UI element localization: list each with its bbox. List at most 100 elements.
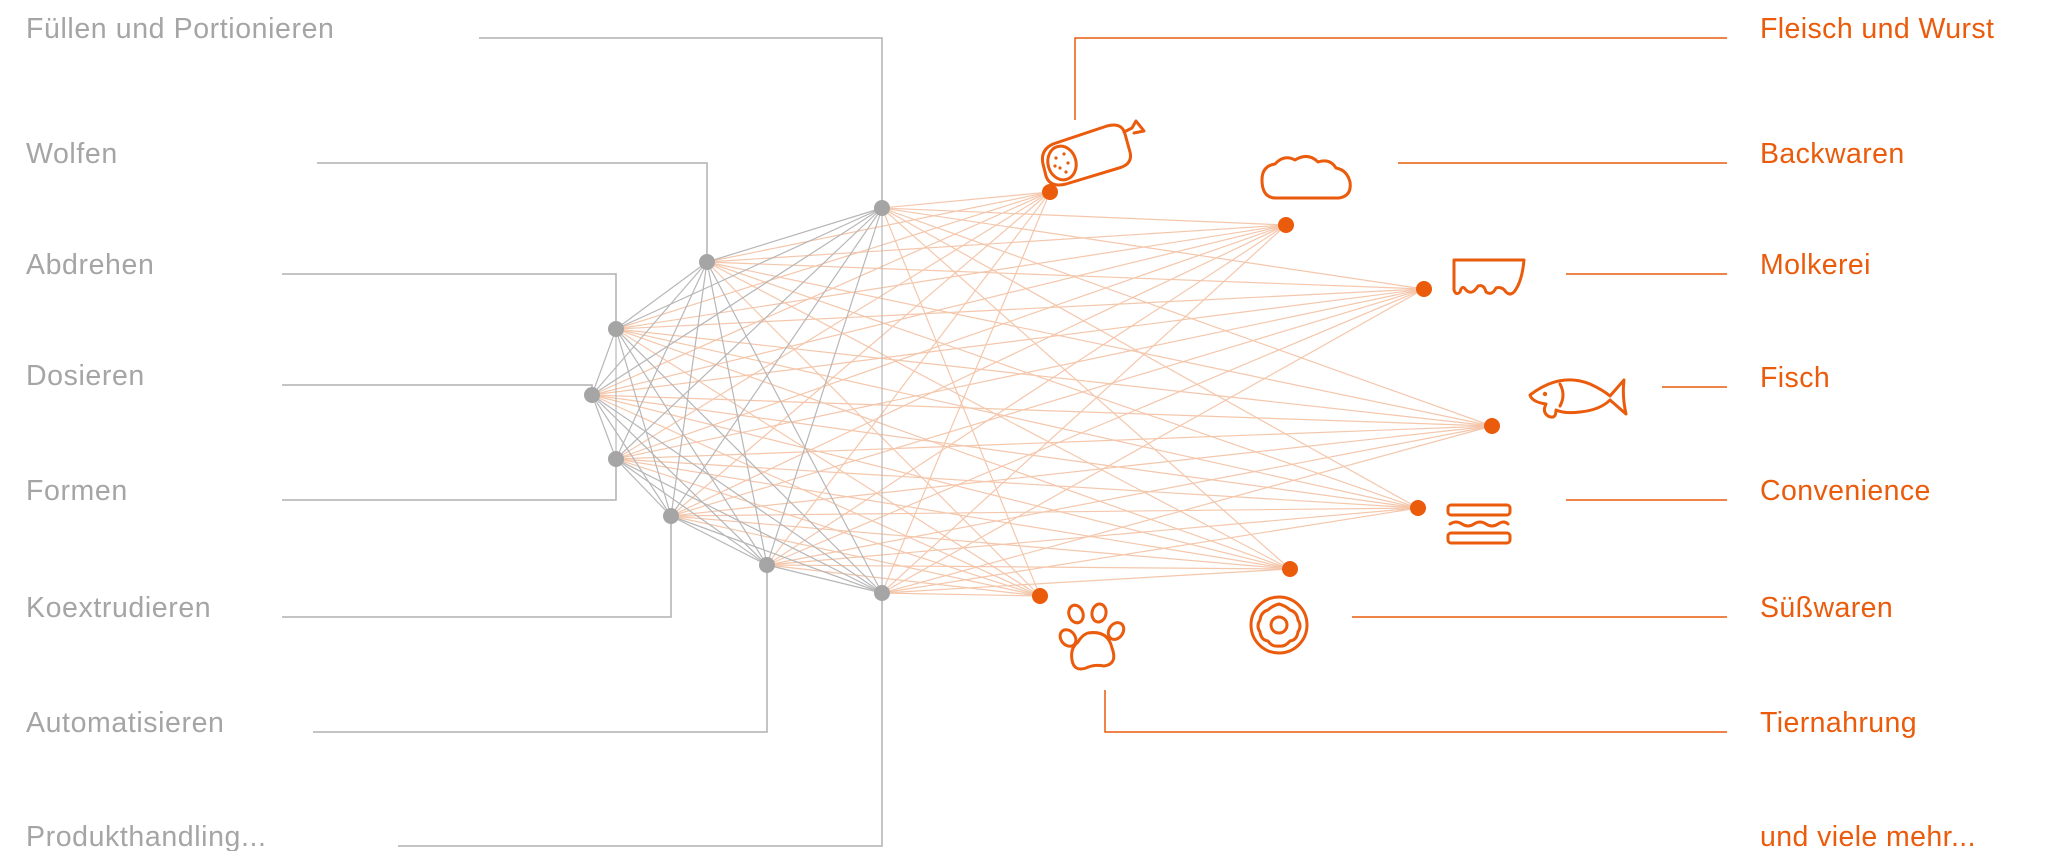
bread-icon xyxy=(1260,155,1352,200)
process-industry-edge xyxy=(670,288,1425,517)
process-industry-edge xyxy=(766,224,1287,566)
process-industry-edge xyxy=(670,515,1041,597)
process-industry-edge xyxy=(881,425,1493,594)
industry-node-suesswaren xyxy=(1282,561,1298,577)
industry-node-convenience xyxy=(1410,500,1426,516)
process-industry-edge xyxy=(615,425,1493,460)
industry-leader-lines xyxy=(1074,37,1727,733)
process-industry-edge xyxy=(670,224,1287,517)
process-label-dosieren: Dosieren xyxy=(26,360,145,392)
process-process-edge xyxy=(670,515,768,566)
process-node-formen xyxy=(608,451,624,467)
process-process-edge xyxy=(615,458,672,517)
process-industry-edge xyxy=(615,458,1041,597)
process-process-edge xyxy=(591,328,617,396)
process-industry-edge xyxy=(881,288,1425,594)
process-industry-edge xyxy=(706,261,1291,570)
process-process-edge xyxy=(670,515,883,594)
process-industry-edge xyxy=(615,458,1419,509)
leader-line-formen xyxy=(282,459,617,501)
process-label-formen: Formen xyxy=(26,475,128,507)
udder-icon xyxy=(1452,258,1526,296)
process-industry-edge xyxy=(881,568,1291,594)
process-process-edge xyxy=(591,394,617,460)
process-industry-edge xyxy=(881,224,1287,594)
process-industry-edge xyxy=(881,207,1287,226)
leader-line-tiernahrung xyxy=(1104,690,1727,733)
process-industry-edge xyxy=(766,288,1425,566)
industry-node-molkerei xyxy=(1416,281,1432,297)
process-process-edge xyxy=(591,207,883,396)
process-process-edge xyxy=(615,458,768,566)
industry-label-backwaren: Backwaren xyxy=(1760,138,1905,170)
process-industry-edge xyxy=(615,191,1051,330)
process-process-edge xyxy=(615,261,708,460)
process-industry-edge xyxy=(615,328,1419,509)
network-edges xyxy=(591,191,1493,597)
process-industry-edge xyxy=(706,224,1287,263)
fish-icon xyxy=(1528,378,1628,419)
process-node-koextrudieren xyxy=(663,508,679,524)
industry-node-fisch xyxy=(1484,418,1500,434)
process-process-edge xyxy=(591,394,768,566)
industry-node-tiernahrung xyxy=(1032,588,1048,604)
process-industry-edge xyxy=(670,425,1493,517)
industry-label-mehr: und viele mehr... xyxy=(1760,821,1976,851)
process-process-edge xyxy=(615,328,768,566)
sandwich-icon xyxy=(1446,503,1512,545)
process-industry-edge xyxy=(615,288,1425,330)
process-industry-edge xyxy=(706,261,1493,427)
industry-label-suesswaren: Süßwaren xyxy=(1760,592,1893,624)
process-node-fuellen xyxy=(874,200,890,216)
process-industry-edge xyxy=(881,207,1425,290)
process-industry-edge xyxy=(881,207,1291,570)
process-process-edge xyxy=(670,207,883,517)
process-label-abdrehen: Abdrehen xyxy=(26,249,154,281)
process-industry-edge xyxy=(881,592,1041,597)
process-industry-edge xyxy=(591,288,1425,396)
process-industry-edge xyxy=(670,515,1291,570)
donut-icon xyxy=(1249,595,1309,655)
industry-nodes xyxy=(1032,184,1500,604)
process-industry-edge xyxy=(766,425,1493,566)
process-node-automatisieren xyxy=(759,557,775,573)
industry-label-tiernahrung: Tiernahrung xyxy=(1760,707,1917,739)
process-process-edge xyxy=(706,207,883,263)
process-industry-edge xyxy=(766,191,1051,566)
process-node-produkthandling xyxy=(874,585,890,601)
process-node-wolfen xyxy=(699,254,715,270)
process-industry-edge xyxy=(591,394,1419,509)
process-process-edge xyxy=(591,394,672,517)
process-industry-edge xyxy=(591,224,1287,396)
process-industry-edge xyxy=(591,394,1291,570)
process-industry-edge xyxy=(881,191,1051,594)
process-process-edge xyxy=(591,394,883,594)
process-leader-lines xyxy=(282,37,883,847)
process-process-edge xyxy=(615,328,883,594)
industry-label-fisch: Fisch xyxy=(1760,362,1830,394)
process-process-edge xyxy=(615,328,672,517)
process-industry-edge xyxy=(766,507,1419,566)
industry-labels: Fleisch und Wurst Backwaren Molkerei Fis… xyxy=(1760,13,1994,851)
sausage-icon xyxy=(1041,119,1146,187)
process-label-koextrudieren: Koextrudieren xyxy=(26,592,211,624)
process-process-edge xyxy=(615,458,883,594)
leader-line-fleisch xyxy=(1074,37,1727,120)
process-industry-edge xyxy=(881,207,1419,509)
paw-icon xyxy=(1058,602,1126,671)
process-industry-edge xyxy=(615,191,1051,460)
process-industry-edge xyxy=(670,191,1051,517)
process-industry-edge xyxy=(591,394,1493,427)
industry-label-convenience: Convenience xyxy=(1760,475,1931,507)
process-label-produkthandling: Produkthandling... xyxy=(26,821,267,851)
industry-node-backwaren xyxy=(1278,217,1294,233)
process-process-edge xyxy=(670,261,708,517)
leader-line-produkthandling xyxy=(398,593,883,847)
process-label-automatisieren: Automatisieren xyxy=(26,707,225,739)
process-nodes xyxy=(584,200,890,601)
leader-line-dosieren xyxy=(282,384,593,395)
industry-label-molkerei: Molkerei xyxy=(1760,249,1871,281)
process-label-wolfen: Wolfen xyxy=(26,138,118,170)
leader-line-abdrehen xyxy=(282,273,617,329)
process-process-edge xyxy=(591,261,708,396)
